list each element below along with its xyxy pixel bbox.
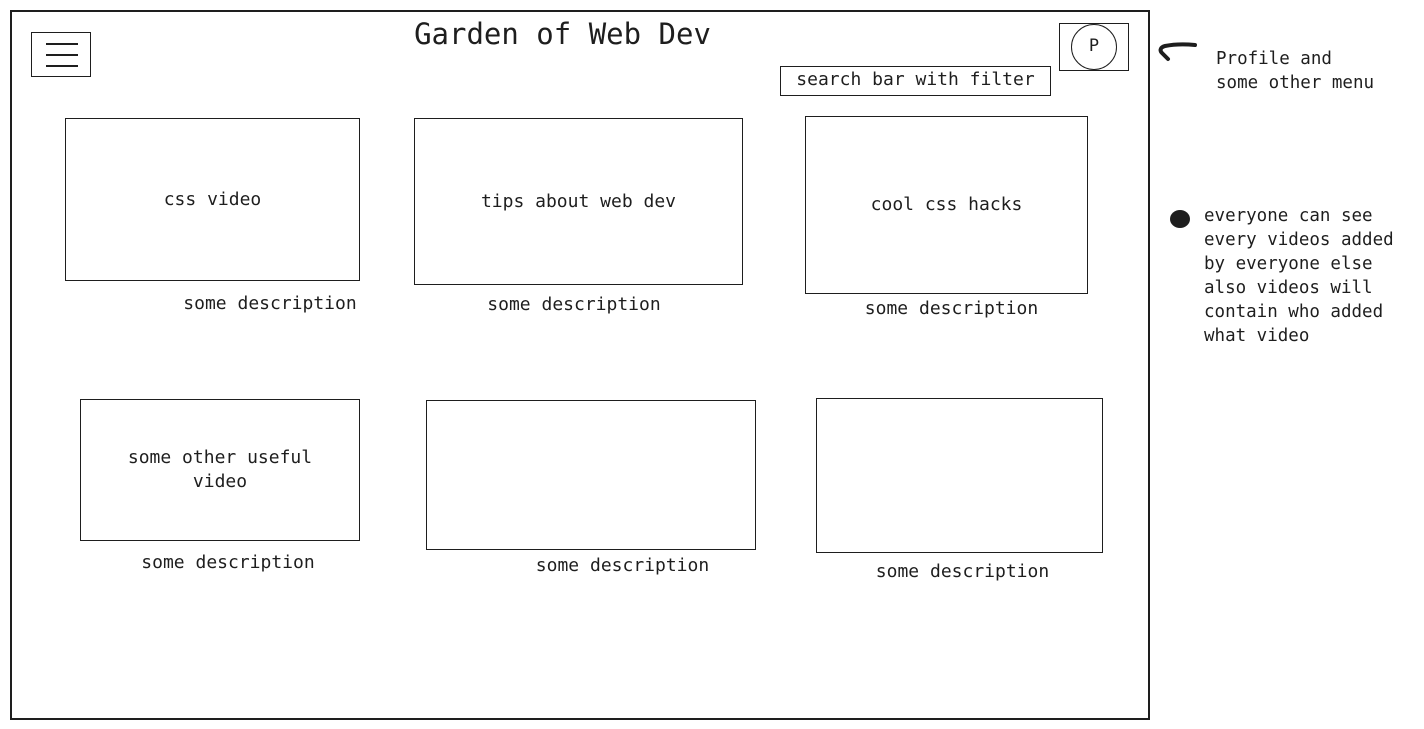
video-card[interactable]: css video [65,118,360,281]
arrow-left-icon [1158,42,1197,61]
hamburger-line [46,65,78,67]
video-card[interactable] [816,398,1103,553]
video-card[interactable]: some other useful video [80,399,360,541]
hamburger-line [46,54,78,56]
video-description: some description [183,293,357,314]
hamburger-menu-button[interactable] [31,32,91,77]
video-description: some description [864,298,1039,319]
video-description: some description [875,561,1050,582]
bullet-icon [1170,210,1190,228]
video-description: some description [487,294,661,315]
page-frame [10,10,1150,720]
video-card[interactable]: tips about web dev [414,118,743,285]
profile-button[interactable]: P [1059,23,1129,71]
profile-annotation: Profile and some other menu [1216,49,1375,93]
search-bar[interactable]: search bar with filter [780,66,1051,96]
video-description: some description [141,552,315,573]
page-title: Garden of Web Dev [414,17,711,51]
feature-annotation: everyone can see every videos added by e… [1204,206,1394,346]
video-description: some description [535,555,710,576]
hamburger-line [46,43,78,45]
video-card[interactable] [426,400,756,550]
avatar[interactable]: P [1071,24,1117,70]
video-card[interactable]: cool css hacks [805,116,1088,294]
